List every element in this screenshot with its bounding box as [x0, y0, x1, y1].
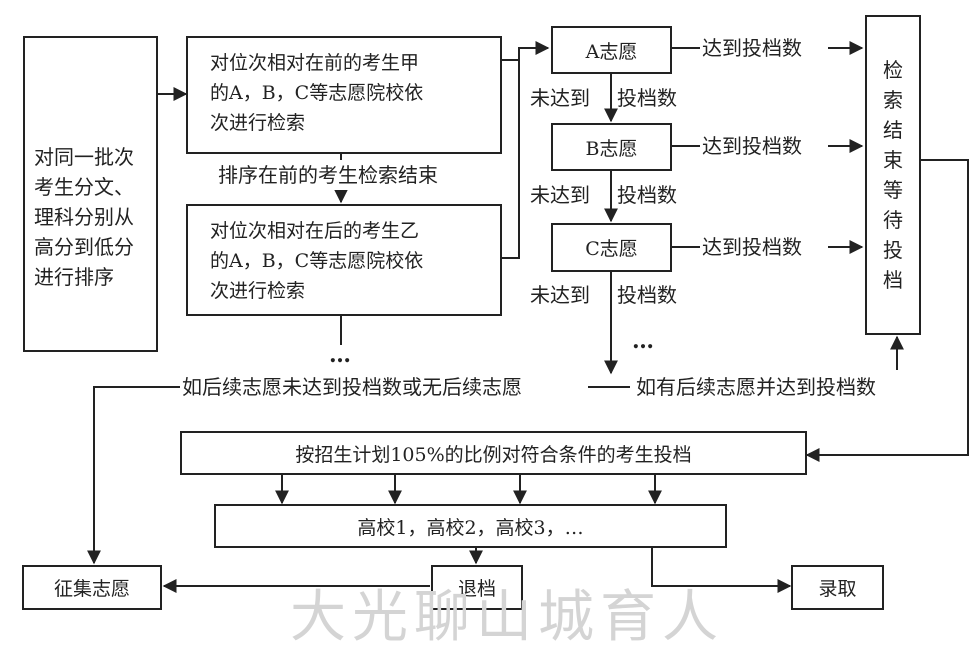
- admit-label: 录取: [818, 578, 857, 600]
- student-b-line-3: 次进行检索: [210, 280, 306, 302]
- wait-box: 检 索 结 束 等 待 投 档: [865, 15, 921, 335]
- student-a-box: 对位次相对在前的考生甲 的A，B，C等志愿院校依 次进行检索: [186, 36, 502, 154]
- return-box: 退档: [431, 565, 523, 610]
- reach-label-c: 达到投档数: [702, 235, 802, 259]
- wish-c-label: C志愿: [585, 238, 638, 260]
- wait-char-1: 检: [883, 58, 903, 82]
- colleges-label: 高校1，高校2，高校3，…: [357, 516, 584, 539]
- wish-a-box: A志愿: [551, 26, 672, 74]
- sort-line-5: 进行排序: [34, 265, 114, 289]
- has-more-label: 如有后续志愿并达到投档数: [636, 375, 876, 399]
- sort-line-2: 考生分文、: [34, 175, 134, 199]
- arrow-wait-to-dispatch: [805, 159, 969, 462]
- wish-b-label: B志愿: [585, 137, 638, 160]
- not-reach-c-2: 投档数: [617, 283, 677, 307]
- wait-char-3: 结: [883, 118, 903, 142]
- wait-char-8: 档: [883, 268, 903, 292]
- reach-label-a: 达到投档数: [702, 36, 802, 60]
- wish-b-box: B志愿: [551, 123, 672, 171]
- not-reach-c-1: 未达到: [530, 283, 590, 307]
- wait-char-5: 等: [883, 178, 903, 202]
- arrow-b-to-wish-a: [500, 60, 520, 259]
- wish-a-label: A志愿: [585, 40, 638, 63]
- student-a-line-2: 的A，B，C等志愿院校依: [210, 82, 424, 104]
- sort-line-1: 对同一批次: [34, 145, 134, 169]
- wish-c-box: C志愿: [551, 223, 672, 272]
- no-more-label: 如后续志愿未达到投档数或无后续志愿: [182, 375, 522, 399]
- arrow-a-to-wish-a: [500, 41, 550, 61]
- sort-box: 对同一批次 考生分文、 理科分别从 高分到低分 进行排序: [23, 36, 158, 352]
- reach-label-b: 达到投档数: [702, 134, 802, 158]
- arrow-no-more-to-solicit: [87, 386, 180, 565]
- arrow-colleges-to-admit: [651, 548, 792, 593]
- watermark: 大光聊山城育人: [290, 585, 724, 650]
- wait-char-4: 束: [883, 148, 903, 172]
- wait-char-7: 投: [883, 238, 903, 262]
- wait-char-2: 索: [883, 88, 903, 112]
- ellipsis-left: …: [329, 342, 351, 368]
- sort-line-4: 高分到低分: [34, 235, 134, 259]
- not-reach-b-1: 未达到: [530, 183, 590, 207]
- admit-box: 录取: [791, 565, 884, 610]
- solicit-label: 征集志愿: [53, 578, 130, 600]
- wait-char-6: 待: [883, 208, 903, 232]
- student-a-line-3: 次进行检索: [210, 112, 306, 134]
- student-a-line-1: 对位次相对在前的考生甲: [210, 52, 420, 74]
- not-reach-a-1: 未达到: [530, 86, 590, 110]
- student-b-line-1: 对位次相对在后的考生乙: [210, 220, 420, 242]
- not-reach-a-2: 投档数: [617, 86, 677, 110]
- ellipsis-right: …: [632, 328, 654, 354]
- dispatch-label: 按招生计划105%的比例对符合条件的考生投档: [295, 443, 692, 466]
- dispatch-box: 按招生计划105%的比例对符合条件的考生投档: [180, 431, 807, 475]
- not-reach-b-2: 投档数: [617, 183, 677, 207]
- solicit-box: 征集志愿: [22, 565, 162, 610]
- sorted-first-done-label: 排序在前的考生检索结束: [218, 160, 438, 190]
- return-label: 退档: [457, 578, 496, 600]
- sort-line-3: 理科分别从: [34, 205, 134, 229]
- colleges-box: 高校1，高校2，高校3，…: [214, 504, 727, 548]
- student-b-box: 对位次相对在后的考生乙 的A，B，C等志愿院校依 次进行检索: [186, 204, 502, 316]
- student-b-line-2: 的A，B，C等志愿院校依: [210, 250, 424, 272]
